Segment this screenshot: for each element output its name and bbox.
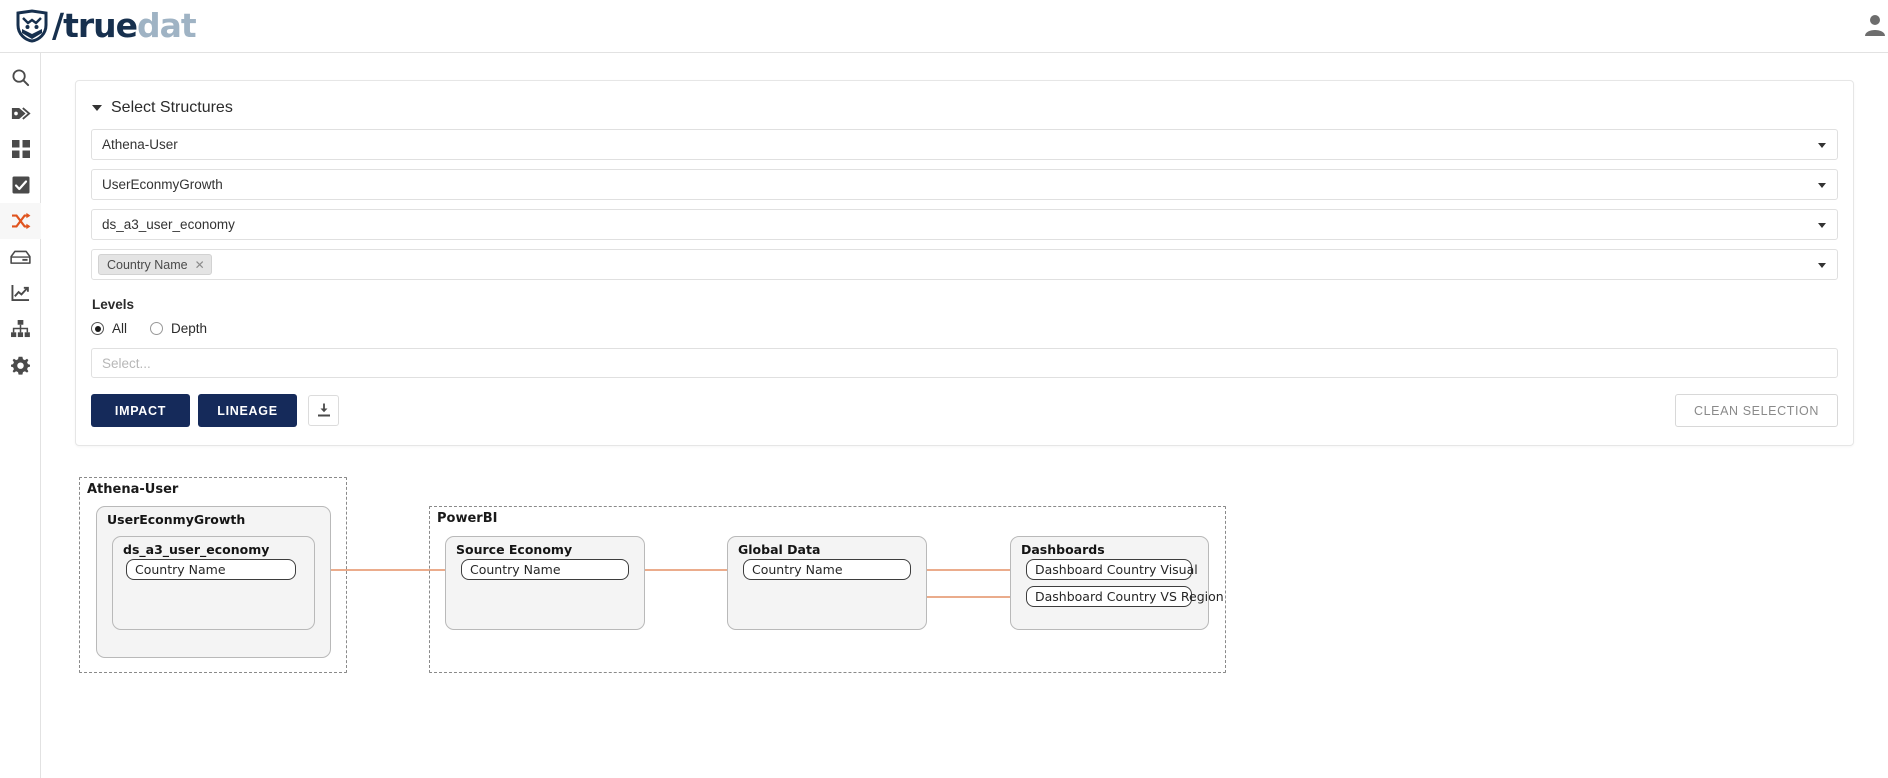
sidebar-item-dashboard[interactable] bbox=[0, 131, 41, 167]
graph-subgroup-title: ds_a3_user_economy bbox=[123, 542, 270, 557]
chevron-down-icon bbox=[1818, 222, 1826, 228]
graph-node-dashboard-country-visual[interactable]: Dashboard Country Visual bbox=[1026, 559, 1198, 580]
graph-subgroup-title: Global Data bbox=[738, 542, 821, 557]
group-select-value: UserEconmyGrowth bbox=[102, 177, 223, 192]
fields-select[interactable]: Country Name ✕ bbox=[91, 249, 1838, 280]
download-icon bbox=[317, 403, 330, 417]
radio-all-label: All bbox=[112, 321, 128, 336]
graph-node-country-name-global-data[interactable]: Country Name bbox=[743, 559, 911, 580]
logo-dat: dat bbox=[137, 6, 197, 45]
graph-node-dashboard-country-vs-region[interactable]: Dashboard Country VS Region bbox=[1026, 586, 1224, 607]
shuffle-icon bbox=[11, 212, 30, 230]
graph-group-title: PowerBI bbox=[437, 511, 498, 526]
panel-actions: IMPACT LINEAGE CLEAN SELECTION bbox=[91, 394, 1838, 427]
lineage-button[interactable]: LINEAGE bbox=[198, 394, 297, 427]
graph-node-label: Country Name bbox=[752, 562, 843, 577]
radio-all-indicator bbox=[91, 322, 104, 335]
depth-select[interactable]: Select... bbox=[91, 348, 1838, 378]
structure-select-value: ds_a3_user_economy bbox=[102, 217, 235, 232]
graph-subgroup-source-economy: Source Economy bbox=[445, 536, 645, 630]
search-icon bbox=[12, 68, 30, 86]
sitemap-icon bbox=[11, 320, 30, 338]
app-logo[interactable]: / true dat bbox=[14, 3, 197, 49]
field-chip-label: Country Name bbox=[107, 257, 188, 272]
logo-slash: / bbox=[52, 6, 64, 45]
panel-title: Select Structures bbox=[111, 99, 233, 116]
impact-button[interactable]: IMPACT bbox=[91, 394, 190, 427]
tags-icon bbox=[11, 106, 31, 120]
levels-radio-group: All Depth bbox=[91, 321, 1838, 336]
checkbox-icon bbox=[12, 176, 29, 194]
radio-option-all[interactable]: All bbox=[91, 321, 127, 336]
structure-select[interactable]: ds_a3_user_economy bbox=[91, 209, 1838, 240]
graph-node-label: Dashboard Country VS Region bbox=[1035, 589, 1224, 604]
graph-group-powerbi: PowerBI bbox=[429, 506, 1226, 673]
radio-option-depth[interactable]: Depth bbox=[150, 321, 207, 336]
select-structures-panel: Select Structures Athena-User UserEconmy… bbox=[75, 80, 1854, 446]
sidebar bbox=[0, 53, 41, 778]
system-select-value: Athena-User bbox=[102, 137, 178, 152]
radio-depth-indicator bbox=[150, 322, 164, 335]
chevron-down-icon bbox=[1818, 182, 1826, 188]
graph-subgroup-dashboards: Dashboards bbox=[1010, 536, 1209, 630]
download-button[interactable] bbox=[308, 395, 339, 426]
graph-subgroup-title: Dashboards bbox=[1021, 542, 1105, 557]
top-bar: / true dat bbox=[0, 0, 1888, 53]
levels-label: Levels bbox=[92, 297, 135, 312]
chart-icon bbox=[11, 284, 30, 302]
sidebar-item-lineage[interactable] bbox=[0, 203, 41, 239]
depth-select-placeholder: Select... bbox=[102, 355, 151, 371]
sidebar-item-search[interactable] bbox=[0, 59, 41, 95]
graph-group-title: Athena-User bbox=[87, 482, 179, 497]
graph-subgroup-global-data: Global Data bbox=[727, 536, 927, 630]
panel-header[interactable]: Select Structures bbox=[92, 99, 1838, 117]
graph-node-label: Dashboard Country Visual bbox=[1035, 562, 1198, 577]
graph-node-label: Country Name bbox=[135, 562, 226, 577]
chevron-down-icon bbox=[1818, 262, 1826, 268]
graph-subgroup-ds-a3-user-economy: ds_a3_user_economy bbox=[112, 536, 315, 630]
sidebar-item-metrics[interactable] bbox=[0, 275, 41, 311]
lineage-graph: Athena-User UserEconmyGrowth ds_a3_user_… bbox=[41, 449, 1888, 778]
graph-subgroup-title: UserEconmyGrowth bbox=[107, 512, 246, 527]
sidebar-item-hierarchy[interactable] bbox=[0, 311, 41, 347]
clean-selection-button[interactable]: CLEAN SELECTION bbox=[1674, 394, 1838, 427]
graph-subgroup-title: Source Economy bbox=[456, 542, 573, 557]
account-icon[interactable] bbox=[1862, 12, 1888, 38]
logo-true: true bbox=[63, 6, 138, 45]
main-content: Select Structures Athena-User UserEconmy… bbox=[41, 53, 1888, 778]
system-select[interactable]: Athena-User bbox=[91, 129, 1838, 160]
sidebar-item-tasks[interactable] bbox=[0, 167, 41, 203]
caret-down-icon bbox=[92, 105, 102, 111]
sidebar-item-settings[interactable] bbox=[0, 347, 41, 383]
graph-node-country-name-athena[interactable]: Country Name bbox=[126, 559, 296, 580]
gear-icon bbox=[11, 356, 30, 375]
graph-group-athena-user: Athena-User bbox=[79, 477, 347, 673]
graph-node-country-name-source-economy[interactable]: Country Name bbox=[461, 559, 629, 580]
chevron-down-icon bbox=[1818, 142, 1826, 148]
truedat-owl-icon bbox=[16, 9, 48, 43]
sidebar-item-tags[interactable] bbox=[0, 95, 41, 131]
sidebar-item-data-sources[interactable] bbox=[0, 239, 41, 275]
close-icon[interactable]: ✕ bbox=[194, 257, 205, 272]
grid-icon bbox=[11, 140, 30, 158]
database-icon bbox=[10, 250, 31, 264]
field-chip[interactable]: Country Name ✕ bbox=[98, 254, 212, 275]
graph-node-label: Country Name bbox=[470, 562, 561, 577]
group-select[interactable]: UserEconmyGrowth bbox=[91, 169, 1838, 200]
radio-depth-label: Depth bbox=[171, 321, 208, 336]
